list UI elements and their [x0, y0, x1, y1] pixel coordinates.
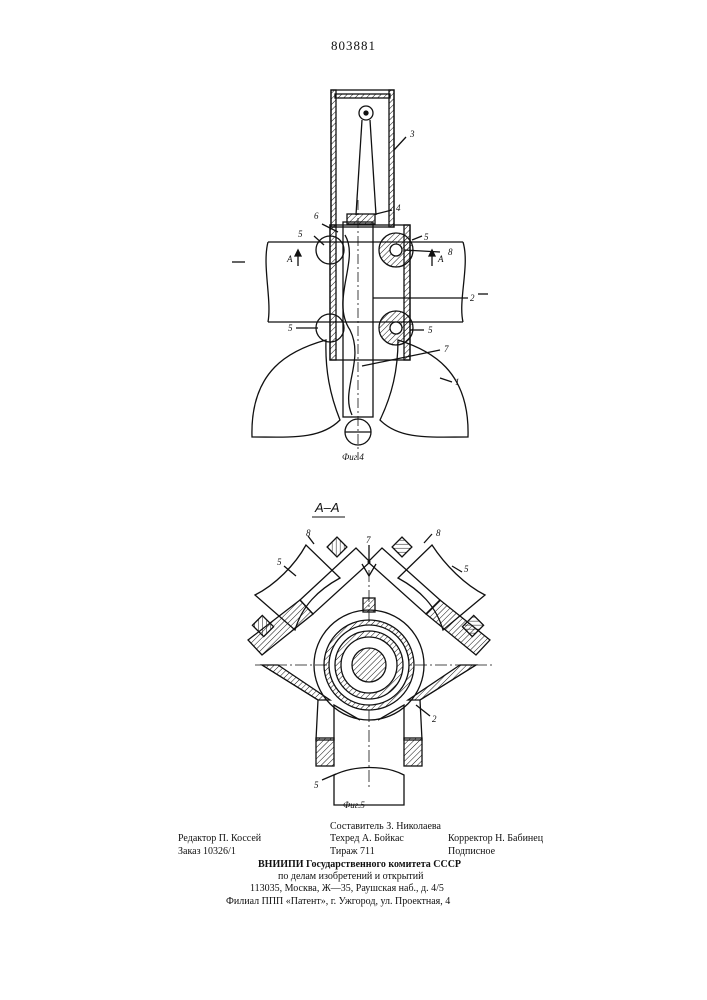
- section-mark-right: А: [437, 254, 444, 264]
- label-7: 7: [366, 535, 371, 545]
- subscription: Подписное: [448, 845, 495, 858]
- editor: Редактор П. Коссей: [178, 832, 261, 845]
- tube-core: [352, 648, 386, 682]
- branch: Филиал ППП «Патент», г. Ужгород, ул. Про…: [226, 895, 450, 908]
- order-number: Заказ 10326/1: [178, 845, 236, 858]
- corrector: Корректор Н. Бабинец: [448, 832, 543, 845]
- bolt: [316, 738, 334, 766]
- label-1: 1: [455, 377, 460, 387]
- org-line-3: 113035, Москва, Ж—35, Раушская наб., д. …: [250, 882, 444, 895]
- circulation: Тираж 711: [330, 845, 375, 858]
- section-title: А–А: [314, 500, 340, 515]
- figure-4: [232, 90, 488, 460]
- bolt: [327, 537, 347, 557]
- label-7: 7: [444, 344, 449, 354]
- label-4: 4: [396, 203, 401, 213]
- label-2: 2: [432, 714, 437, 724]
- label-2: 2: [470, 293, 475, 303]
- bolt: [404, 738, 422, 766]
- figure-4-caption: Фиг.4: [342, 452, 364, 462]
- figure-5-caption: Фиг.5: [343, 800, 365, 810]
- spring-7: [343, 235, 355, 415]
- org-line-1-text: ВНИИПИ Государственного комитета СССР: [258, 859, 461, 870]
- label-8: 8: [448, 247, 453, 257]
- label-6: 6: [314, 211, 319, 221]
- label-8: 8: [306, 528, 311, 538]
- figure-5: [248, 534, 495, 805]
- section-mark-left: А: [286, 254, 293, 264]
- label-5: 5: [277, 557, 282, 567]
- body-1: [252, 340, 340, 437]
- spring-7: [363, 598, 375, 612]
- label-5: 5: [424, 232, 429, 242]
- housing-3: [331, 90, 394, 227]
- label-5: 5: [298, 229, 303, 239]
- label-5: 5: [428, 325, 433, 335]
- label-5: 5: [464, 564, 469, 574]
- label-8: 8: [436, 528, 441, 538]
- label-3: 3: [409, 129, 415, 139]
- figure-4-labels: 3 4 6 5 5 8 2 5 5 7 1 А А Фиг.4: [286, 129, 475, 462]
- label-5: 5: [288, 323, 293, 333]
- label-5: 5: [314, 780, 319, 790]
- techred: Техред А. Бойкас: [330, 832, 404, 845]
- bolt: [392, 537, 412, 557]
